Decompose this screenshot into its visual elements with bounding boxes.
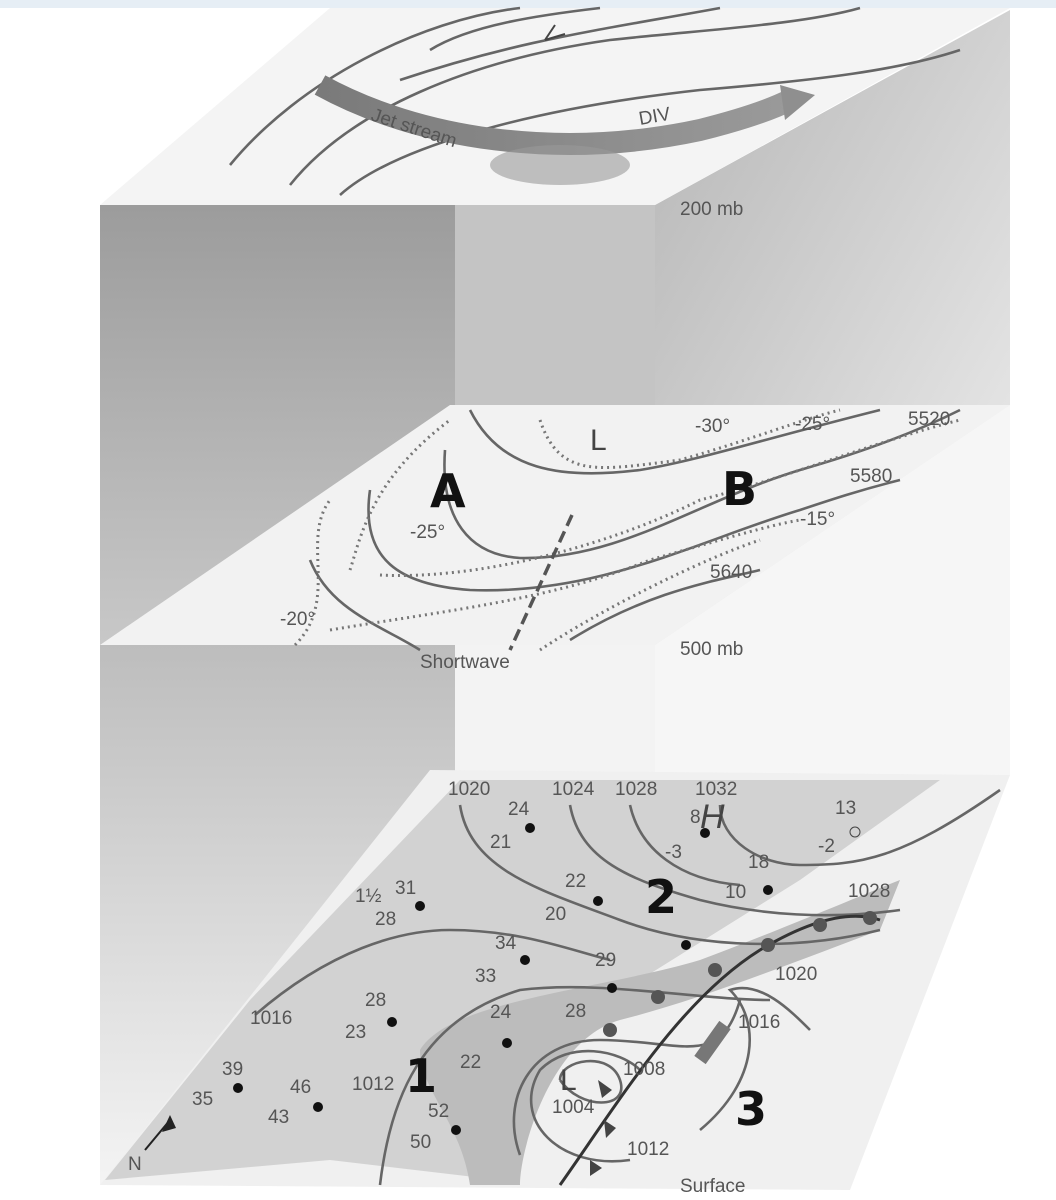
svg-text:52: 52 <box>428 1101 449 1122</box>
low-symbol-500mb: L <box>590 424 607 457</box>
svg-text:28: 28 <box>365 990 386 1011</box>
svg-text:18: 18 <box>748 852 769 873</box>
svg-text:8: 8 <box>690 807 701 828</box>
svg-text:50: 50 <box>410 1132 431 1153</box>
point-3-label: 3 <box>735 1082 767 1136</box>
svg-text:-3: -3 <box>665 842 682 863</box>
svg-text:46: 46 <box>290 1077 311 1098</box>
svg-text:13: 13 <box>835 798 856 819</box>
isobar-label-1016-east: 1016 <box>738 1012 780 1033</box>
temp-label-minus20: -20° <box>280 609 315 630</box>
svg-text:20: 20 <box>545 904 566 925</box>
warm-cold-front <box>558 914 881 1186</box>
isobar-label-1020: 1020 <box>448 779 490 800</box>
temp-label-minus25-west: -25° <box>410 522 445 543</box>
shortwave-label: Shortwave <box>420 652 510 673</box>
plane-surface: 1020 1024 1028 1032 1028 1020 1016 1016 … <box>100 770 1010 1197</box>
svg-text:1½: 1½ <box>355 886 382 907</box>
height-label-5580: 5580 <box>850 466 892 487</box>
height-label-5640: 5640 <box>710 562 752 583</box>
svg-text:22: 22 <box>565 871 586 892</box>
svg-text:24: 24 <box>508 799 530 820</box>
isobar-label-1016-west: 1016 <box>250 1008 292 1029</box>
svg-text:28: 28 <box>375 909 396 930</box>
svg-text:-2: -2 <box>818 836 835 857</box>
level-label-surface: Surface <box>680 1176 745 1197</box>
isobar-label-1028-east: 1028 <box>848 881 890 902</box>
level-label-500mb: 500 mb <box>680 639 743 660</box>
jet-stream-arrowhead <box>780 85 815 120</box>
svg-text:43: 43 <box>268 1107 289 1128</box>
plane-500mb: A B -30° -25° -25° -20° -15° 5520 5580 5… <box>100 405 1010 673</box>
isobar-label-1008: 1008 <box>623 1059 665 1080</box>
svg-text:10: 10 <box>725 882 746 903</box>
isobar-label-1024: 1024 <box>552 779 595 800</box>
svg-text:33: 33 <box>475 966 496 987</box>
low-pressure-symbol: L <box>560 1064 577 1097</box>
station-values: 24 21 8 -3 18 13 -2 22 20 10 1½ 31 28 34… <box>192 798 856 1153</box>
temp-label-minus25-east: -25° <box>795 414 830 435</box>
svg-text:39: 39 <box>222 1059 243 1080</box>
svg-text:31: 31 <box>395 878 416 899</box>
svg-text:34: 34 <box>495 933 517 954</box>
warm-front-semicircles <box>603 911 877 1037</box>
high-pressure-symbol: H <box>700 798 725 836</box>
temp-label-minus30: -30° <box>695 416 730 437</box>
isobar-label-1004: 1004 <box>552 1097 595 1118</box>
svg-text:28: 28 <box>565 1001 586 1022</box>
point-b-label: B <box>722 462 757 516</box>
svg-text:23: 23 <box>345 1022 366 1043</box>
isobar-label-1012-west: 1012 <box>352 1074 394 1095</box>
station-dots <box>233 823 861 1135</box>
svg-text:35: 35 <box>192 1089 213 1110</box>
level-label-200mb: 200 mb <box>680 199 743 220</box>
temp-label-minus15: -15° <box>800 509 835 530</box>
cold-front-triangles <box>590 1080 616 1176</box>
svg-text:24: 24 <box>490 1002 512 1023</box>
height-label-5520: 5520 <box>908 409 950 430</box>
north-label: N <box>128 1154 142 1175</box>
isobar-label-1028: 1028 <box>615 779 657 800</box>
point-a-label: A <box>430 464 466 518</box>
plane-200mb: Jet stream DIV 200 mb <box>100 6 1010 220</box>
shortwave-trough-line <box>508 514 574 651</box>
warm-advection-arrow <box>694 1020 731 1065</box>
point-1-label: 1 <box>405 1049 437 1103</box>
point-2-label: 2 <box>645 870 677 924</box>
isobar-label-1032: 1032 <box>695 779 737 800</box>
svg-text:29: 29 <box>595 950 616 971</box>
isobar-label-1020-east: 1020 <box>775 964 817 985</box>
svg-text:21: 21 <box>490 832 511 853</box>
svg-text:22: 22 <box>460 1052 481 1073</box>
isobar-label-1012-south: 1012 <box>627 1139 669 1160</box>
